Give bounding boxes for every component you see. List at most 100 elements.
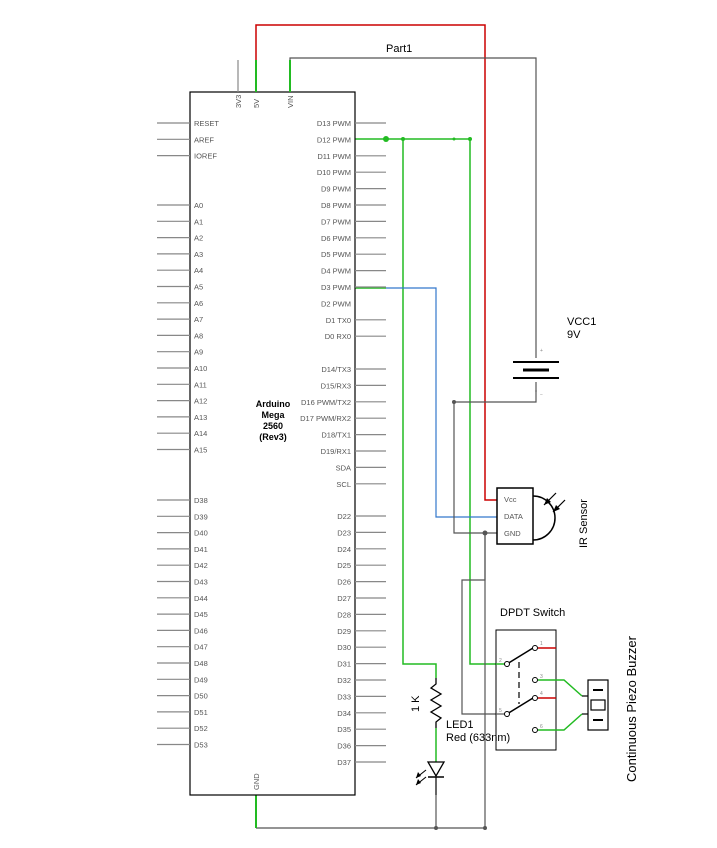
switch-pin-num: 3 (540, 674, 543, 680)
led-triangle (426, 761, 446, 778)
pin-label-right: D18/TX1 (321, 431, 351, 440)
part-label: Part1 (386, 43, 412, 55)
pin-label-left: A10 (194, 364, 207, 373)
junction-dot (468, 137, 472, 141)
pin-label-right: D37 (337, 758, 351, 767)
wire-d2-blue (386, 287, 497, 518)
wires (255, 24, 537, 830)
pin-label-gnd: GND (252, 773, 261, 790)
dpdt-switch: DPDT Switch 2 5 1 3 4 6 (495, 607, 565, 751)
pin-label-left: D53 (194, 741, 208, 750)
pin-label-right: D29 (337, 627, 351, 636)
switch-contact (532, 645, 538, 651)
pin-label-right: D11 PWM (317, 152, 351, 161)
ir-arrowhead (553, 505, 560, 512)
pin-label-left: A6 (194, 299, 203, 308)
pin-label-right: D12 PWM (317, 135, 351, 144)
wire-5v-red (255, 24, 497, 501)
ir-pin-gnd: GND (504, 529, 521, 538)
pin-label-left: A14 (194, 429, 207, 438)
pin-label-right: D4 PWM (321, 267, 351, 276)
resistor-zigzag (429, 678, 443, 728)
ir-pin-vcc: Vcc (504, 495, 517, 504)
switch-pin-num: 2 (499, 658, 502, 664)
pin-label-right: D23 (337, 528, 351, 537)
buzzer-name: Continuous Piezo Buzzer (624, 635, 639, 782)
switch-contact (504, 661, 510, 667)
pin-label-left: D40 (194, 529, 208, 538)
pin-label-left: AREF (194, 135, 214, 144)
pin-label-left: A11 (194, 380, 207, 389)
pin-label-right: D31 (337, 660, 351, 669)
pin-label-left: D38 (194, 496, 208, 505)
pin-label-left: A13 (194, 413, 207, 422)
ir-sensor-body (496, 487, 534, 545)
pin-label-left: A3 (194, 250, 203, 259)
pin-label-right: D16 PWM/TX2 (301, 398, 351, 407)
led1: LED1 Red (633nm) (415, 719, 510, 828)
pin-label-left: D45 (194, 610, 208, 619)
switch-contact (504, 711, 510, 717)
pin-label-left: A7 (194, 315, 203, 324)
pin-label-right: D27 (337, 594, 351, 603)
pin-label-right: D33 (337, 692, 351, 701)
switch-name: DPDT Switch (500, 607, 565, 619)
arduino-outline (189, 91, 356, 796)
switch-blade (506, 647, 534, 665)
ir-pin-data: DATA (504, 512, 523, 521)
buzzer-wire (538, 679, 583, 697)
pin-label-left: A12 (194, 397, 207, 406)
pin-label-left: D43 (194, 578, 208, 587)
pin-label-left: D41 (194, 545, 208, 554)
battery-vcc1: + − VCC1 9V (513, 316, 596, 398)
led-desc: Red (633nm) (446, 732, 510, 744)
pin-label-right: D32 (337, 676, 351, 685)
battery-plus: + (540, 348, 543, 354)
pin-label-right: D0 RX0 (325, 332, 351, 341)
switch-blade (506, 697, 534, 715)
junction-dot (401, 137, 405, 141)
arduino-name-4: (Rev3) (259, 432, 287, 442)
junction-dot (452, 137, 456, 141)
pin-label-right: D26 (337, 578, 351, 587)
pin-label-left: A1 (194, 217, 203, 226)
switch-contact (532, 677, 538, 683)
pin-label-left: D49 (194, 675, 208, 684)
battery-name: VCC1 (567, 316, 596, 328)
pin-label-left: D46 (194, 626, 208, 635)
pin-label-left: D50 (194, 692, 208, 701)
pin-label-left: IOREF (194, 152, 217, 161)
switch-pin-num: 1 (540, 641, 543, 647)
ir-sensor-name: IR Sensor (578, 499, 590, 548)
battery-value: 9V (567, 329, 581, 341)
battery-minus: − (540, 392, 543, 398)
pin-label-left: D47 (194, 643, 208, 652)
led-arrowhead (416, 772, 421, 778)
pin-label-left: D42 (194, 561, 208, 570)
pin-label-left: A9 (194, 348, 203, 357)
pin-label-top: 5V (252, 99, 261, 108)
pin-label-left: D39 (194, 512, 208, 521)
ir-sensor-lens (532, 495, 556, 541)
pin-label-left: A15 (194, 446, 207, 455)
junction-dot (383, 136, 389, 142)
junction-dot (452, 400, 456, 404)
resistor-value: 1 K (410, 695, 422, 712)
ir-sensor: Vcc DATA GND IR Sensor (496, 487, 590, 548)
junction-dot (482, 530, 488, 536)
switch-pin-num: 6 (540, 724, 543, 730)
pin-label-right: D7 PWM (321, 217, 351, 226)
buzzer-body (587, 679, 609, 731)
pin-label-right: D6 PWM (321, 234, 351, 243)
pin-label-left: A8 (194, 331, 203, 340)
pin-label-top: 3V3 (234, 95, 243, 108)
pin-label-right: D17 PWM/RX2 (300, 414, 351, 423)
pin-label-right: SCL (336, 480, 351, 489)
piezo-buzzer: Continuous Piezo Buzzer (538, 635, 639, 782)
switch-contact (532, 695, 538, 701)
pin-label-right: D13 PWM (317, 119, 351, 128)
wire-gnd-sensor (461, 533, 496, 715)
switch-pin-num: 5 (499, 708, 502, 714)
